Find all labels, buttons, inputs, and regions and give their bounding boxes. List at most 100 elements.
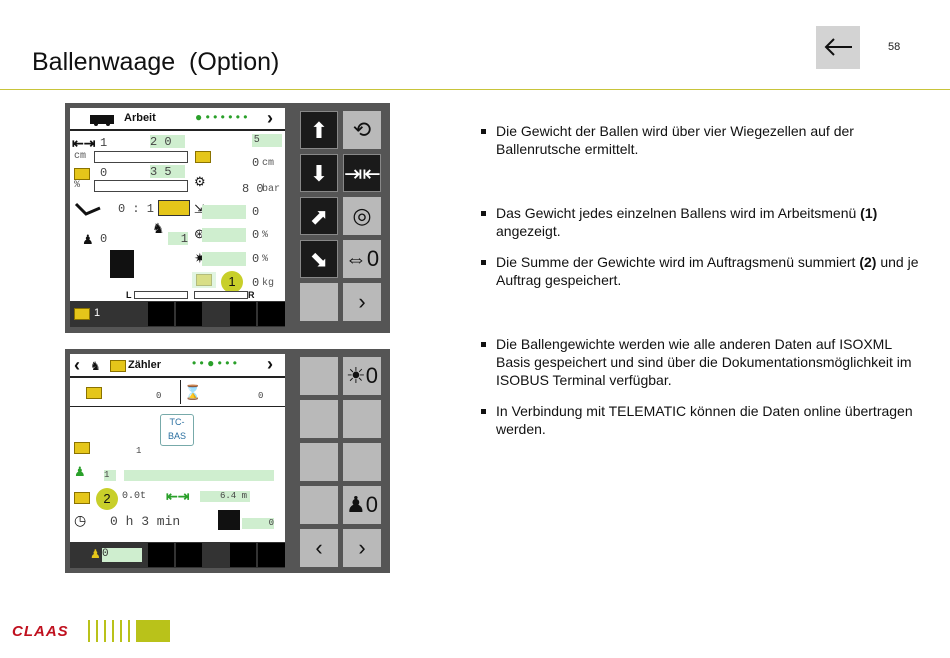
speed-icon <box>218 510 240 530</box>
rotor-field[interactable] <box>202 228 246 242</box>
empty-key-3[interactable] <box>300 400 338 438</box>
counter-bottom-bar: ♟ 0 <box>70 542 285 568</box>
rotor-key-icon: ◎ <box>352 203 372 228</box>
bullet-text-1: Die Gewicht der Ballen wird über vier Wi… <box>496 123 854 157</box>
counter-field[interactable]: 1 <box>168 232 188 246</box>
empty-key-1[interactable] <box>300 283 338 321</box>
next-key-2-icon: › <box>358 535 366 560</box>
empty-key-5[interactable] <box>300 443 338 481</box>
unload-key[interactable]: ⟲ <box>343 111 381 149</box>
bale-chute-icon <box>110 250 134 278</box>
density-field[interactable] <box>202 205 246 219</box>
bottom-key-4[interactable] <box>258 302 285 326</box>
right-unit-2: bar <box>262 184 281 195</box>
pickup-icon <box>74 202 101 216</box>
knife-field[interactable] <box>202 252 246 266</box>
lower-key-icon: ⬇ <box>309 161 329 186</box>
bullet-ref-2: (2) <box>859 254 877 270</box>
work-screen: Arbeit ● • • • • • • › ⇤⇥ 1 2 0 0 cm 0 3… <box>70 108 285 327</box>
right-value-6: 0 <box>252 276 260 290</box>
stripe-block <box>136 620 170 642</box>
chevron-right-icon-2[interactable]: › <box>267 354 273 374</box>
hourglass-icon: ⌛ <box>184 384 202 400</box>
tc-bas-label: TC-BAS <box>167 417 186 441</box>
length-bar <box>94 151 188 163</box>
chevron-left-icon[interactable]: ‹ <box>74 355 80 375</box>
compress-key[interactable]: ⇥⇤ <box>343 154 381 192</box>
work-bottom-bar: 1 <box>70 301 285 327</box>
next-key-2[interactable]: › <box>343 529 381 567</box>
length-icon-2: ⇤⇥ <box>166 488 190 504</box>
lift-up-key-icon: ⬆ <box>309 118 329 143</box>
bottom-left-field[interactable]: 0 <box>102 548 142 562</box>
count-divider <box>180 380 181 404</box>
bullet-marker <box>481 342 486 347</box>
back-button[interactable] <box>816 26 860 69</box>
bottom-key-2[interactable] <box>176 302 202 326</box>
marker-2: 2 <box>96 488 118 510</box>
bottom-key-5[interactable] <box>148 543 174 567</box>
density-icon: ⇲ <box>194 202 205 216</box>
fill-setpoint[interactable]: 3 5 <box>150 165 185 179</box>
stripe <box>112 620 114 642</box>
right-unit-4: % <box>262 230 269 241</box>
bottom-key-1[interactable] <box>148 302 174 326</box>
stripe <box>96 620 98 642</box>
time-total: 0 h 3 min <box>110 514 181 529</box>
right-unit-6: kg <box>262 278 275 289</box>
reset-width-key[interactable]: ⇔0 <box>343 240 381 278</box>
bale-stack-icon-2 <box>86 387 102 399</box>
reset-width-key-icon: ⇔0 <box>344 246 380 271</box>
bale-count-left: 0 <box>100 232 108 246</box>
right-unit-1: cm <box>262 158 275 169</box>
bullet-item-1: Die Gewicht der Ballen wird über vier Wi… <box>481 122 921 158</box>
weight-icon-2 <box>74 492 90 504</box>
count-left: 0 <box>156 391 162 401</box>
lift-up-key[interactable]: ⬆ <box>300 111 338 149</box>
bullet-marker <box>481 129 486 134</box>
field-2-value: 1 <box>104 470 110 480</box>
field-2[interactable]: 1 <box>104 470 116 481</box>
bottom-key-7[interactable] <box>230 543 256 567</box>
reset-count-key[interactable]: ☀0 <box>343 357 381 395</box>
bottom-key-3[interactable] <box>230 302 256 326</box>
reset-customer-key[interactable]: ♟0 <box>343 486 381 524</box>
bullet-text-3: Die Summe der Gewichte wird im Auftragsm… <box>496 254 860 270</box>
fill-setpoint-value: 3 5 <box>150 165 172 179</box>
marker-1: 1 <box>221 271 243 293</box>
terminal-work-menu: Arbeit ● • • • • • • › ⇤⇥ 1 2 0 0 cm 0 3… <box>65 103 390 333</box>
fill-left-value: 0 <box>100 166 108 180</box>
bullet-text-2-rest: angezeigt. <box>496 223 561 239</box>
sun-bale-icon <box>74 308 90 320</box>
clock-icon: ◷ <box>74 512 87 528</box>
bullet-text-2: Das Gewicht jedes einzelnen Ballens wird… <box>496 205 861 221</box>
ramp-down-key[interactable]: ⬊ <box>300 240 338 278</box>
bottom-key-6[interactable] <box>176 543 202 567</box>
top-badge <box>252 134 282 147</box>
next-key[interactable]: › <box>343 283 381 321</box>
rotor-key[interactable]: ◎ <box>343 197 381 235</box>
page-dots: ● • • • • • • <box>195 110 248 124</box>
lower-key[interactable]: ⬇ <box>300 154 338 192</box>
pressure-icon: ⚙ <box>194 174 206 189</box>
empty-key-7[interactable] <box>300 486 338 524</box>
length-icon: ⇤⇥ <box>72 135 96 151</box>
bullet-marker <box>481 409 486 414</box>
right-unit-5: % <box>262 254 269 265</box>
empty-key-4[interactable] <box>343 400 381 438</box>
sun-bale-icon-2 <box>74 442 90 454</box>
page-number: 58 <box>888 41 901 53</box>
empty-key-6[interactable] <box>343 443 381 481</box>
empty-key-2[interactable] <box>300 357 338 395</box>
knife-icon <box>158 200 190 216</box>
work-header-title: Arbeit <box>124 112 156 124</box>
bottom-status-2: ♟ 0 <box>70 543 146 567</box>
count-right: 0 <box>258 391 264 401</box>
prev-key[interactable]: ‹ <box>300 529 338 567</box>
chevron-right-icon[interactable]: › <box>267 108 273 128</box>
bottom-key-8[interactable] <box>258 543 285 567</box>
ramp-up-key[interactable]: ⬈ <box>300 197 338 235</box>
bullet-marker <box>481 260 486 265</box>
left-bar <box>134 291 188 299</box>
length-setpoint[interactable]: 2 0 0 <box>150 135 185 163</box>
